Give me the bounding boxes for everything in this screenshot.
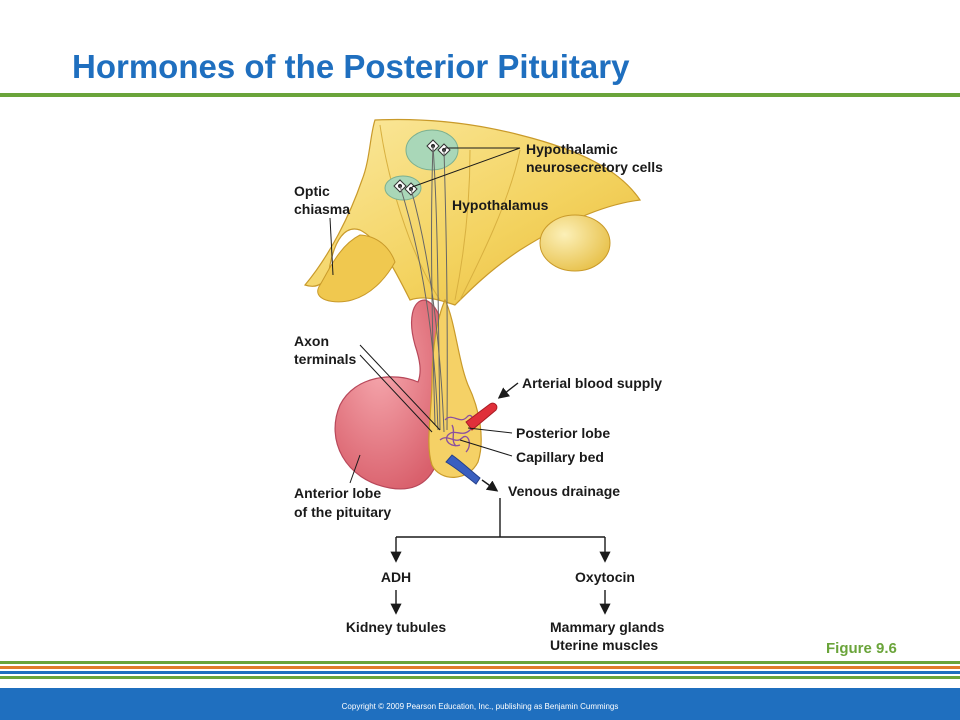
copyright-text: Copyright © 2009 Pearson Education, Inc.… [341,702,619,711]
hormone-adh: ADH [381,569,411,585]
label-anterior-2: of the pituitary [294,504,391,520]
posterior-lobe-shape [428,298,482,478]
footer-bar [0,688,960,720]
axon-bundle [399,145,448,433]
label-hypothalamic-cells-2: neurosecretory cells [526,159,663,175]
figure-label: Figure 9.6 [826,640,897,657]
title-underline [0,93,960,97]
posterior-pituitary-diagram: Hypothalamic neurosecretory cells Optic … [294,118,665,653]
label-venous: Venous drainage [508,483,620,499]
label-hypothalamus: Hypothalamus [452,197,549,213]
capillary-bed-network [439,414,474,453]
artery-shape [465,402,498,431]
target-kidney-tubules: Kidney tubules [346,619,447,635]
stripe-green-2 [0,676,960,679]
stripe-orange [0,666,960,669]
label-optic-2: chiasma [294,201,350,217]
anterior-lobe-shape [334,299,447,490]
hypothalamus-fold [459,149,521,301]
hormone-oxytocin: Oxytocin [575,569,635,585]
target-mammary-glands: Mammary glands [550,619,665,635]
venous-arrow [481,479,499,492]
label-anterior-1: Anterior lobe [294,485,381,501]
stripe-green [0,661,960,664]
mammillary-body [539,214,611,272]
label-posterior-lobe: Posterior lobe [516,425,610,441]
arterial-arrow [497,382,519,399]
stripe-blue [0,671,960,674]
optic-chiasma-shape [317,234,396,303]
flow-connectors [390,498,611,615]
hypothalamus-fold [454,149,471,301]
label-arterial: Arterial blood supply [522,375,662,391]
footer-stripes [0,661,960,681]
label-capillary-bed: Capillary bed [516,449,604,465]
slide-title: Hormones of the Posterior Pituitary [72,48,630,85]
label-hypothalamic-cells-1: Hypothalamic [526,141,618,157]
hypothalamus-fold [379,124,441,301]
label-axon-1: Axon [294,333,329,349]
target-uterine-muscles: Uterine muscles [550,637,658,653]
label-optic-1: Optic [294,183,330,199]
leader-lines [329,147,521,484]
label-axon-2: terminals [294,351,356,367]
vein-shape [445,454,481,485]
